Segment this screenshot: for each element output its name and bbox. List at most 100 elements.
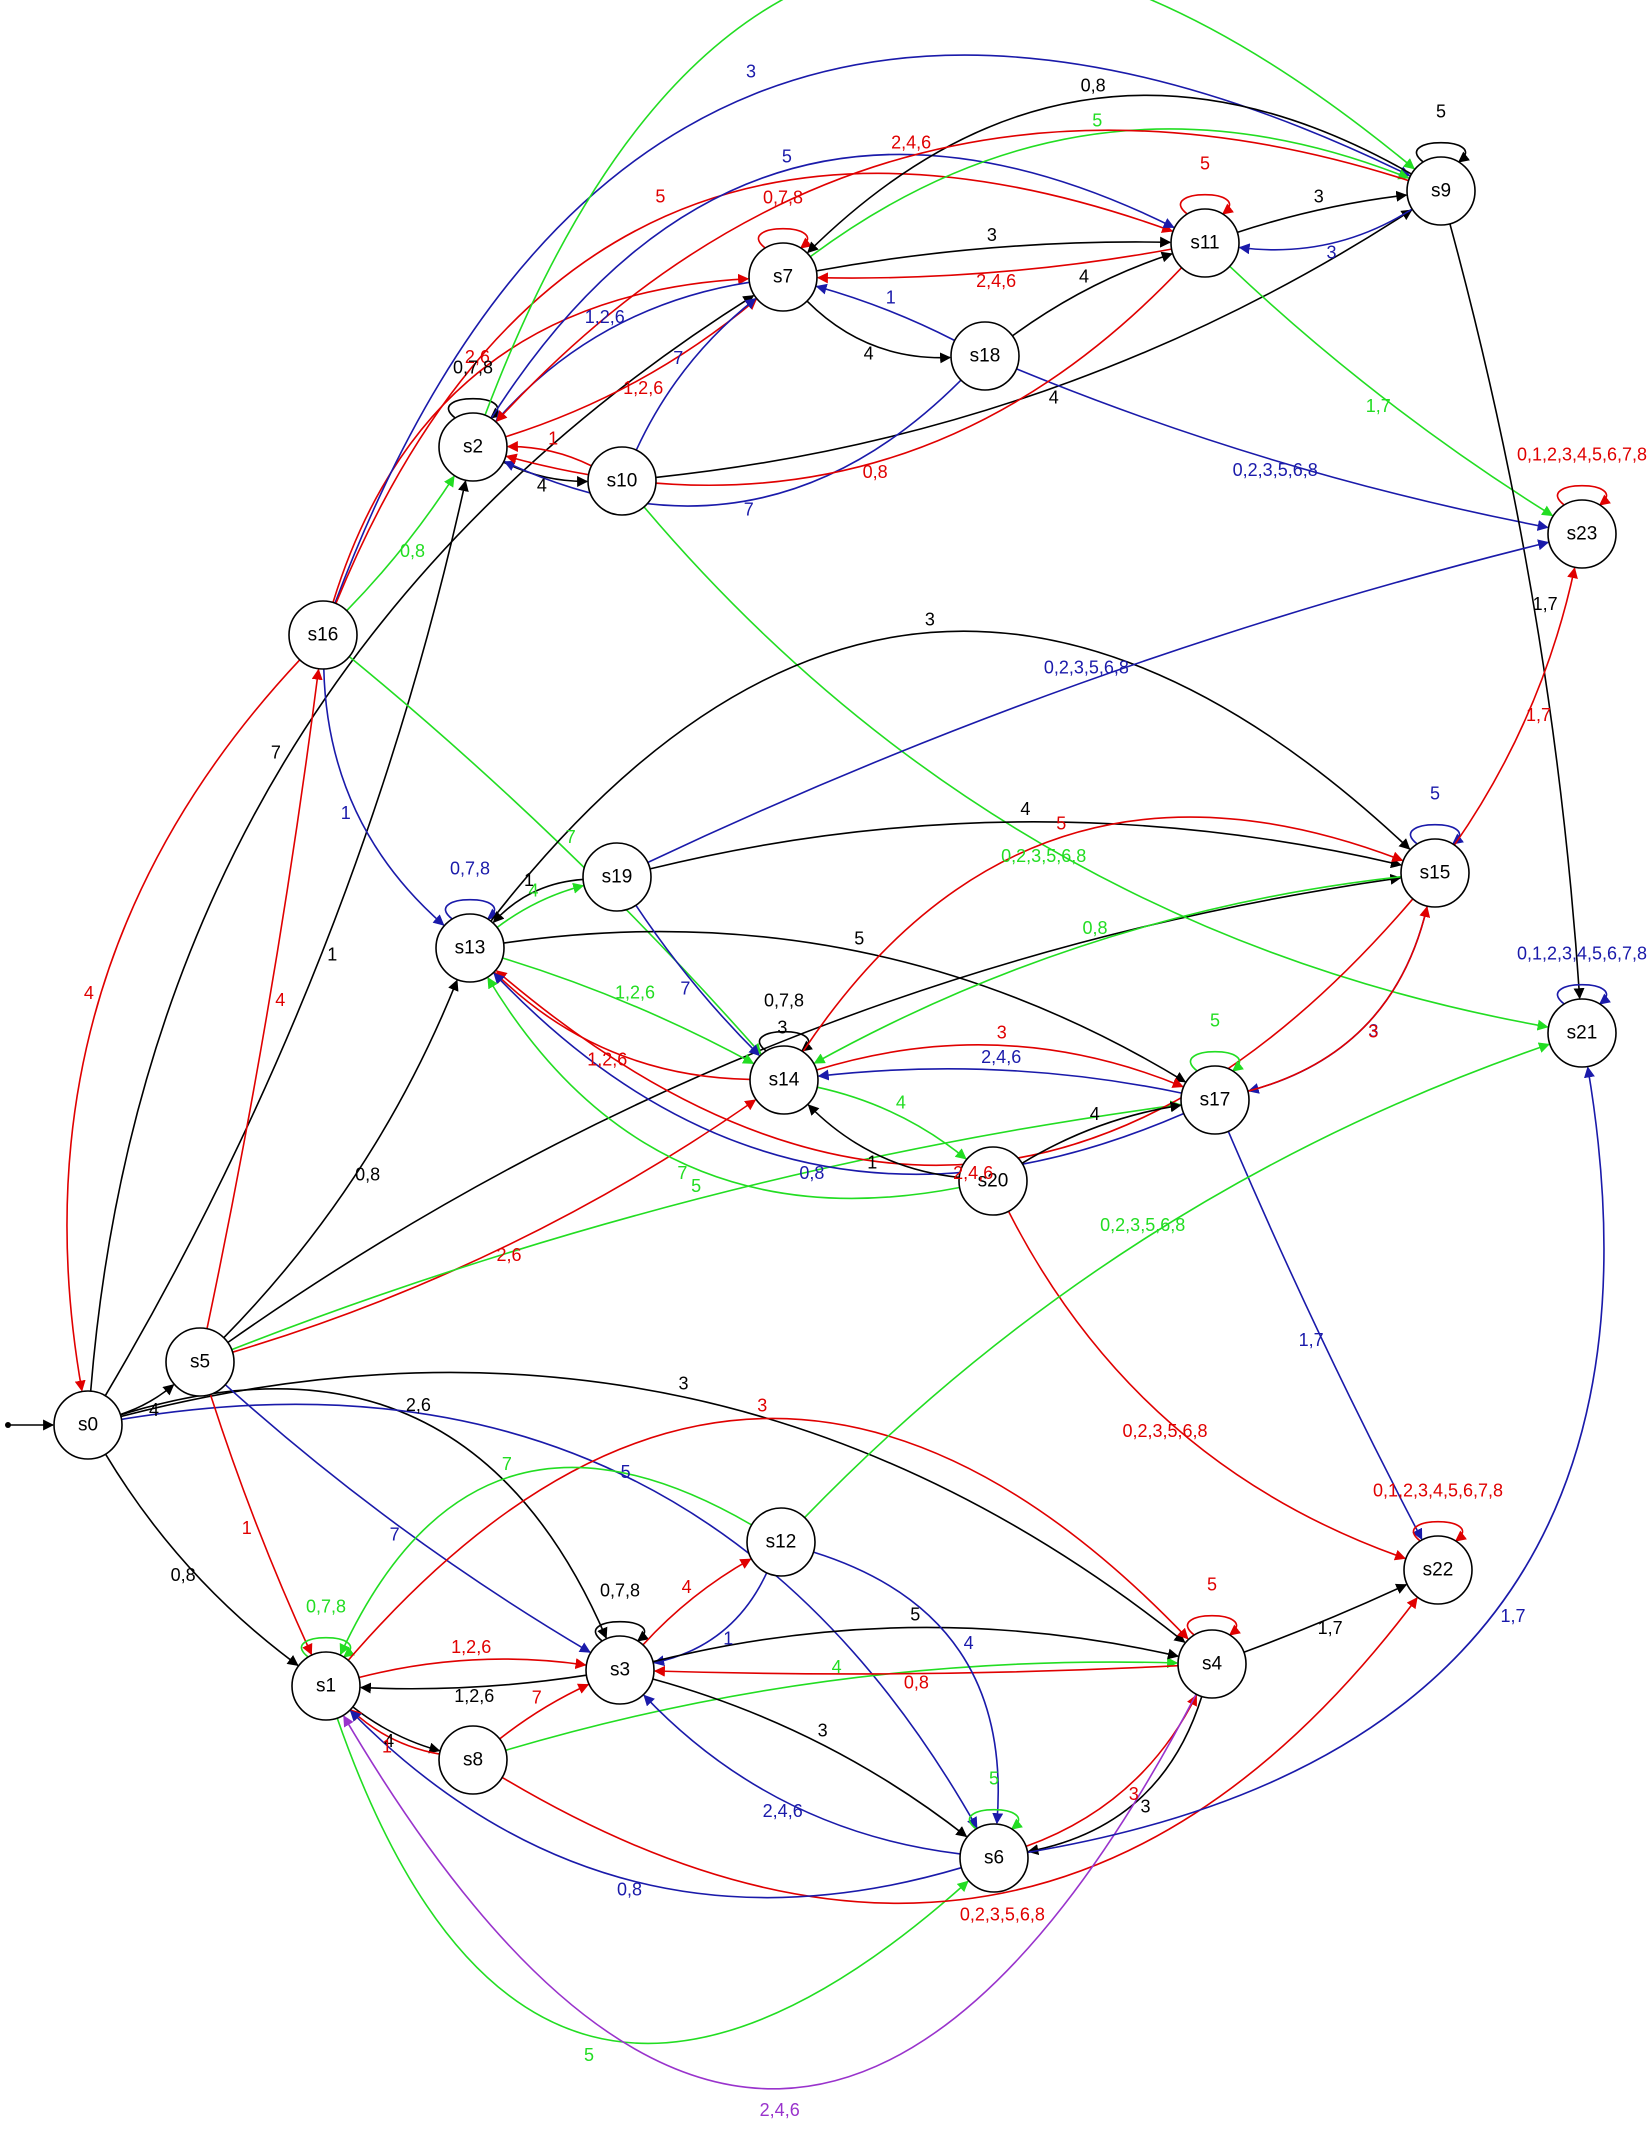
- edge-label: 4: [528, 880, 538, 900]
- edge-label: 3: [777, 1018, 787, 1038]
- edge-s0-to-s1: [104, 1453, 299, 1666]
- edge-s0-to-s6: [121, 1403, 978, 1829]
- edge-label: 2,6: [465, 347, 490, 367]
- edge-s2-to-s11: [490, 153, 1175, 419]
- edge-label: 5: [655, 186, 665, 206]
- edge-s8-to-s4: [505, 1657, 1179, 1752]
- edge-label: 3: [757, 1396, 767, 1416]
- edge-label: 1: [327, 945, 337, 965]
- edge-label: 5: [691, 1176, 701, 1196]
- edge-s9-to-s9: [1415, 141, 1470, 163]
- state-node-s6: s6: [959, 1823, 1029, 1893]
- state-label: s11: [1190, 233, 1219, 254]
- edge-s14-to-s17: [816, 1044, 1184, 1088]
- edge-s3-to-s12: [642, 1558, 752, 1646]
- edge-label: 1: [341, 803, 351, 823]
- state-node-s19: s19: [582, 842, 652, 912]
- edge-s0-to-s7: [89, 295, 755, 1392]
- state-label: s16: [308, 625, 339, 646]
- state-circle: [746, 1507, 816, 1577]
- edge-s5-to-s13: [223, 979, 459, 1339]
- edge-s10-to-s7: [635, 298, 757, 451]
- edge-label: 0,7,8: [600, 1581, 640, 1601]
- state-circle: [585, 1635, 655, 1705]
- edge-s8-to-s3: [499, 1683, 590, 1740]
- edge-s3-to-s1: [359, 1674, 587, 1694]
- state-node-s9: s9: [1406, 156, 1476, 226]
- state-circle: [582, 842, 652, 912]
- edge-s17-to-s13: [493, 972, 1185, 1176]
- edge-s20-to-s13: [487, 977, 960, 1200]
- state-label: s23: [1567, 524, 1598, 545]
- edge-s1-to-s8: [352, 1706, 441, 1754]
- edge-s17-to-s14: [817, 1068, 1182, 1094]
- edge-label: 0,7,8: [453, 358, 493, 378]
- edge-s20-to-s17: [1021, 1101, 1182, 1164]
- state-label: s1: [316, 1676, 336, 1697]
- edge-s6-to-s3: [643, 1694, 961, 1855]
- edge-label: 3: [925, 609, 935, 629]
- edge-label: 4: [384, 1731, 394, 1751]
- edge-label: 1: [382, 1736, 392, 1756]
- edge-label: 5: [584, 2045, 594, 2065]
- state-node-s16: s16: [288, 600, 358, 670]
- edge-label: 7: [673, 348, 683, 368]
- edge-label: 7: [390, 1525, 400, 1545]
- edge-label: 3: [997, 1022, 1007, 1042]
- state-node-s18: s18: [950, 321, 1020, 391]
- edge-label: 0,8: [904, 1673, 929, 1693]
- edge-label: 4: [864, 343, 874, 363]
- edge-label: 1,2,6: [454, 1686, 494, 1706]
- state-node-s22: s22: [1403, 1535, 1473, 1605]
- edge-label: 1,2,6: [615, 982, 655, 1002]
- edge-s16-to-s0: [66, 659, 301, 1392]
- edge-s9-to-s21: [1449, 223, 1585, 1000]
- edge-s4-to-s6: [1027, 1696, 1203, 1856]
- edge-s5-to-s17: [231, 1100, 1182, 1351]
- state-circle: [749, 1045, 819, 1115]
- edge-s17-to-s22: [1227, 1130, 1423, 1540]
- edge-s13-to-s19: [496, 882, 585, 929]
- edge-label: 0,7,8: [763, 188, 803, 208]
- state-label: s14: [769, 1070, 800, 1091]
- edge-label: 5: [1200, 154, 1210, 174]
- edge-s5-to-s3: [224, 1384, 591, 1653]
- edge-label: 0,8: [400, 541, 425, 561]
- edge-label: 5: [621, 1462, 631, 1482]
- edge-s6-to-s21: [1027, 1066, 1605, 1854]
- edge-s16-to-s11: [335, 172, 1174, 604]
- edge-s15-to-s15: [1409, 823, 1464, 845]
- edge-s15-to-s23: [1453, 567, 1578, 846]
- edge-label: 0,1,2,3,4,5,6,7,8: [1517, 445, 1647, 465]
- state-label: s17: [1200, 1090, 1231, 1111]
- edge-label: 3: [1368, 1022, 1378, 1042]
- edge-s5-to-s14: [232, 1099, 757, 1353]
- edge-label: 5: [1430, 784, 1440, 804]
- edge-label: 0,2,3,5,6,8: [1100, 1215, 1185, 1235]
- edge-s12-to-s1: [339, 1466, 753, 1656]
- edge-s13-to-s14: [502, 957, 755, 1065]
- edge-s16-to-s13: [323, 668, 445, 926]
- edge-label: 5: [1207, 1575, 1217, 1595]
- state-circle: [53, 1390, 123, 1460]
- edge-label: 1: [242, 1518, 252, 1538]
- state-circle: [958, 1146, 1028, 1216]
- state-node-s23: s23: [1547, 499, 1617, 569]
- state-circle: [291, 1651, 361, 1721]
- edge-label: 4: [84, 983, 94, 1003]
- edge-s18-to-s7: [815, 283, 956, 342]
- state-label: s18: [970, 346, 1001, 367]
- edge-label: 2,4,6: [976, 271, 1016, 291]
- edge-label: 7: [680, 979, 690, 999]
- edge-label: 7: [502, 1454, 512, 1474]
- edge-s5-to-s15: [227, 873, 1402, 1344]
- edge-s13-to-s17: [503, 930, 1187, 1083]
- state-circle: [1180, 1065, 1250, 1135]
- edge-label: 0,2,3,5,6,8: [1233, 460, 1318, 480]
- edge-s23-to-s23: [1556, 484, 1611, 506]
- edge-label: 3: [746, 62, 756, 82]
- state-node-s20: s20: [958, 1146, 1028, 1216]
- edge-label: 4: [275, 990, 285, 1010]
- edge-s3-to-s6: [652, 1678, 968, 1838]
- state-label: s21: [1567, 1023, 1598, 1044]
